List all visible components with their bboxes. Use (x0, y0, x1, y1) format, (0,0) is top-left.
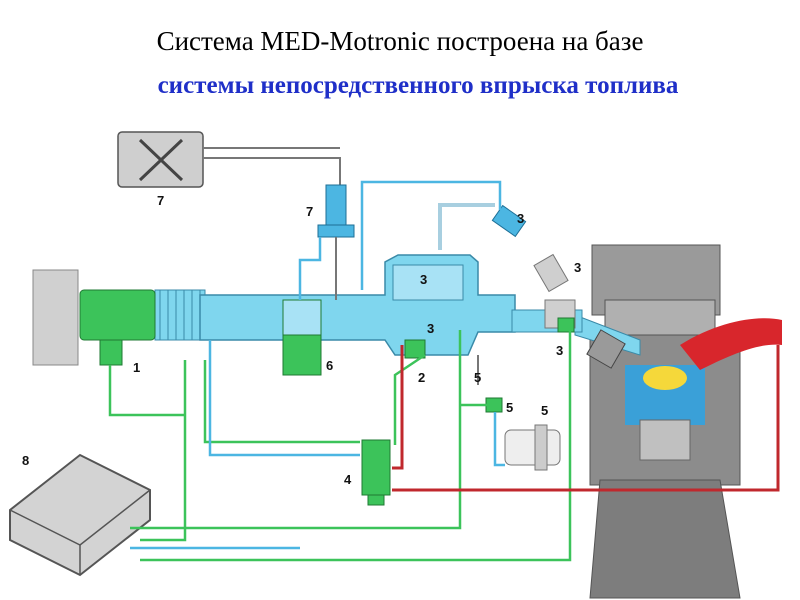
fuel-pump-4 (361, 439, 391, 506)
label-3-head: 3 (556, 343, 563, 358)
label-5-sensor: 5 (474, 370, 481, 385)
vacuum-lines (130, 180, 505, 550)
intake-bellows (154, 289, 206, 341)
label-4: 4 (344, 472, 352, 487)
ecu-unit (9, 453, 151, 577)
air-mass-meter (79, 289, 156, 366)
canister-valve (317, 184, 355, 300)
brake-booster (477, 355, 561, 471)
plenum-chamber (392, 264, 464, 301)
slide-subtitle: системы непосредственного впрыска топлив… (157, 72, 679, 99)
label-7-valve: 7 (306, 204, 313, 219)
fuel-line (392, 345, 780, 492)
throttle-unit (282, 299, 322, 376)
signal-lines (108, 330, 572, 562)
charcoal-canister (117, 131, 341, 188)
label-5-valve: 5 (506, 400, 513, 415)
intake-duct (199, 254, 516, 356)
label-2: 2 (418, 370, 425, 385)
sensor-2 (404, 339, 426, 359)
engine-block (574, 244, 782, 599)
air-filter (32, 269, 79, 366)
label-5-booster: 5 (541, 403, 548, 418)
label-1: 1 (133, 360, 140, 375)
label-3-injector: 3 (517, 211, 524, 226)
label-8: 8 (22, 453, 29, 468)
slide-title: Система MED-Motronic построена на базе (156, 26, 644, 56)
pressure-regulator (533, 253, 576, 333)
injector-3-top (438, 203, 527, 250)
label-3-regulator: 3 (574, 260, 581, 275)
label-3-plenum: 3 (420, 272, 427, 287)
label-3-duct: 3 (427, 321, 434, 336)
label-7-canister: 7 (157, 193, 164, 208)
label-6: 6 (326, 358, 333, 373)
